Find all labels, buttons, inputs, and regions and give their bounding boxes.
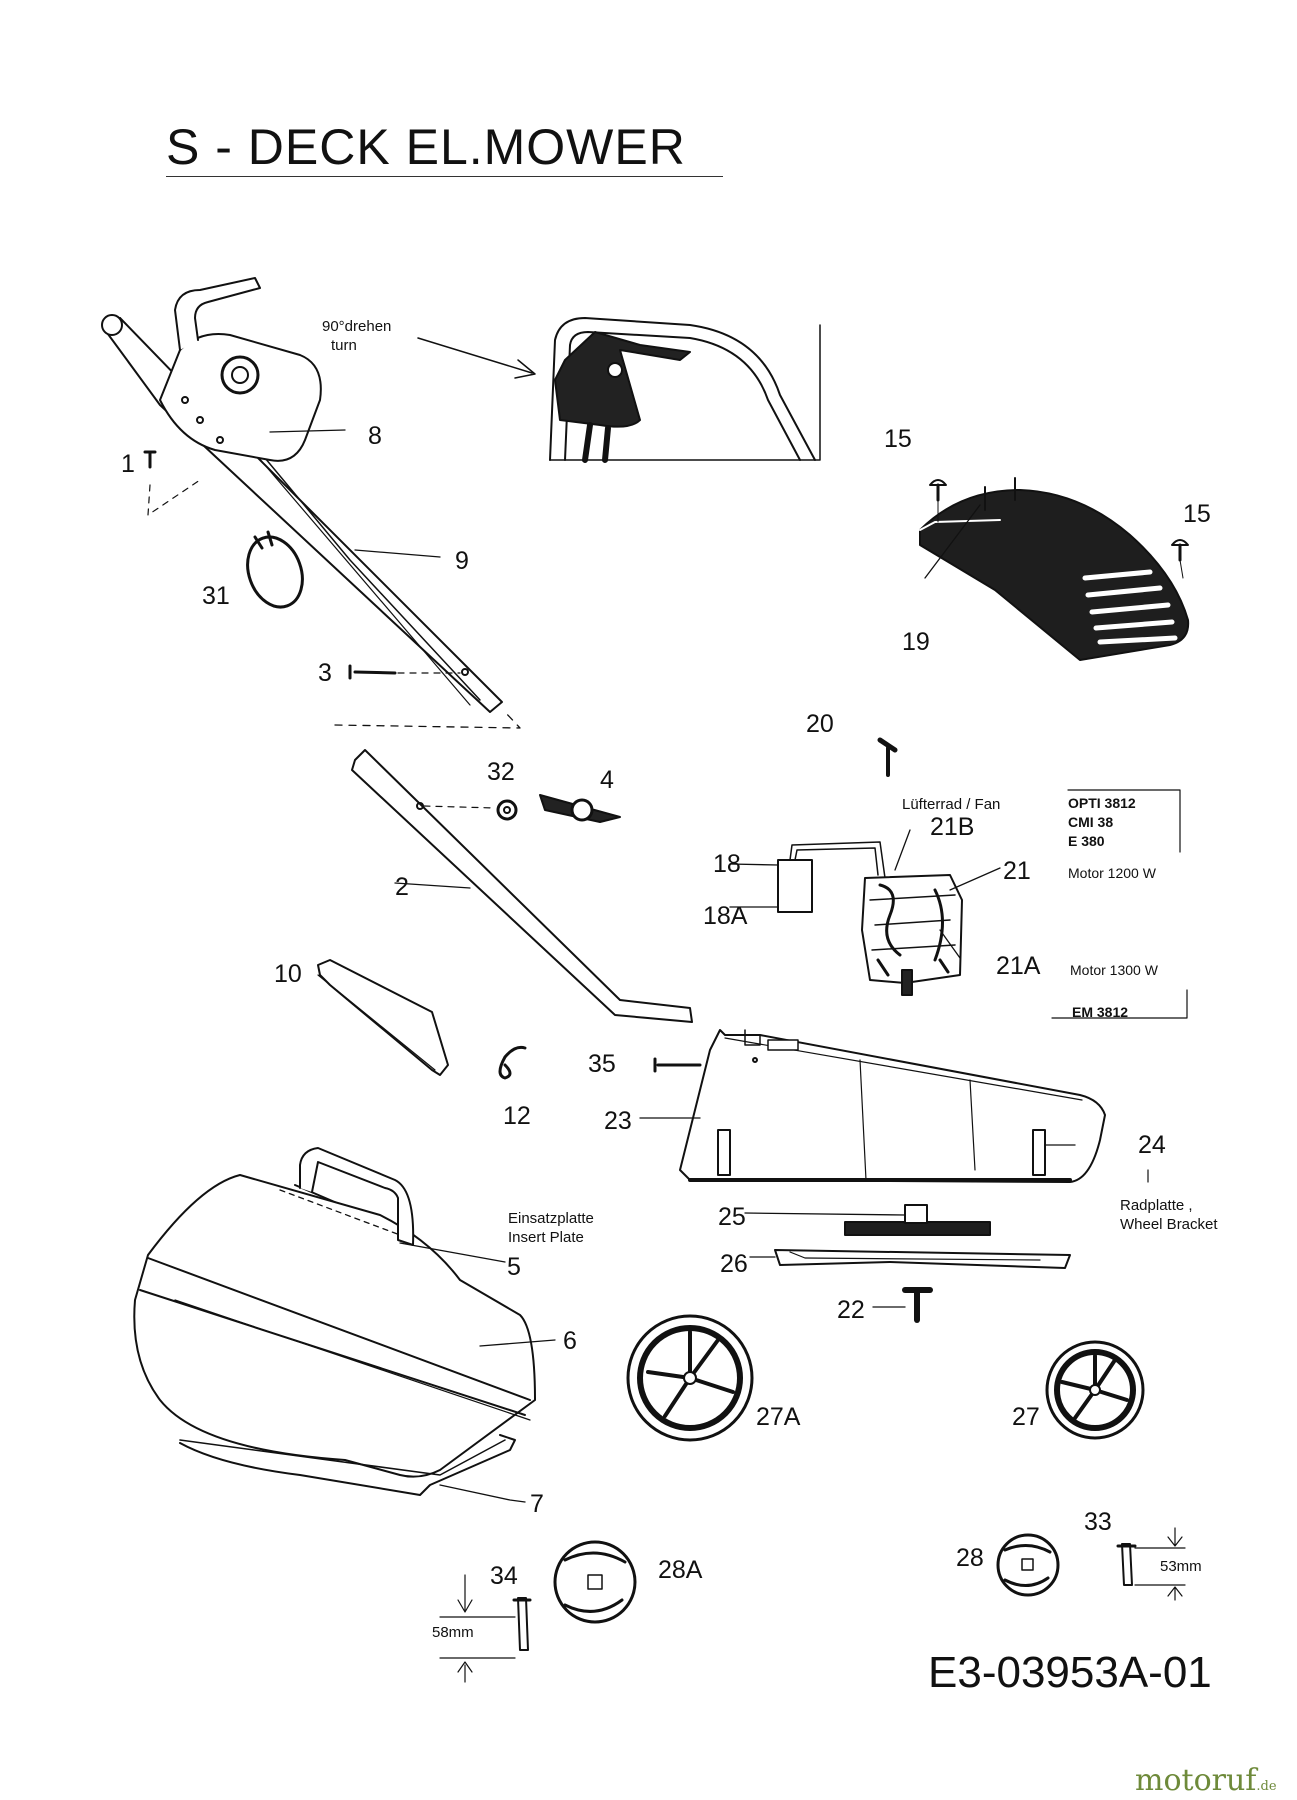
part-label-6: 6 bbox=[563, 1327, 577, 1355]
mower-deck bbox=[679, 1029, 1106, 1183]
title-underline bbox=[166, 176, 723, 177]
blade-bolt bbox=[902, 1287, 933, 1323]
note-fan: Lüfterrad / Fan bbox=[902, 796, 1001, 813]
part-label-7: 7 bbox=[530, 1490, 544, 1518]
hub-cap-small bbox=[996, 1533, 1060, 1597]
part-label-27a: 27A bbox=[756, 1403, 801, 1431]
wheel-small bbox=[1045, 1340, 1145, 1440]
part-label-3: 3 bbox=[318, 659, 332, 687]
fan-screw bbox=[877, 737, 898, 777]
part-label-21: 21 bbox=[1003, 857, 1031, 885]
watermark-logo: motoruf.de bbox=[1135, 1763, 1277, 1798]
axle-58mm bbox=[439, 1574, 532, 1683]
rotation-arrow bbox=[417, 337, 536, 379]
part-label-33: 33 bbox=[1084, 1508, 1112, 1536]
motor-cover bbox=[919, 477, 1190, 661]
switch-box bbox=[159, 277, 322, 462]
leader-lines bbox=[269, 429, 1076, 1503]
motor bbox=[861, 874, 963, 996]
note-insert-de: Einsatzplatte bbox=[508, 1210, 594, 1227]
part-label-28: 28 bbox=[956, 1544, 984, 1572]
lower-handle bbox=[351, 749, 693, 1023]
part-label-31: 31 bbox=[202, 582, 230, 610]
note-insert-en: Insert Plate bbox=[508, 1229, 584, 1246]
part-label-19: 19 bbox=[902, 628, 930, 656]
model-bracket-bottom bbox=[1051, 989, 1188, 1019]
capacitor bbox=[777, 841, 886, 913]
dimension-58mm: 58mm bbox=[432, 1624, 474, 1641]
part-label-34: 34 bbox=[490, 1562, 518, 1590]
wheel-large bbox=[626, 1314, 754, 1442]
part-label-35: 35 bbox=[588, 1050, 616, 1078]
motor-spec-b: Motor 1300 W bbox=[1070, 962, 1158, 978]
part-label-20: 20 bbox=[806, 710, 834, 738]
part-label-21b: 21B bbox=[930, 813, 975, 841]
part-label-5: 5 bbox=[507, 1253, 521, 1281]
watermark-name: motoruf bbox=[1135, 1763, 1257, 1798]
blade-adapter bbox=[844, 1204, 991, 1236]
part-label-9: 9 bbox=[455, 547, 469, 575]
grass-catcher bbox=[133, 1147, 536, 1496]
hub-cap-large bbox=[553, 1540, 637, 1624]
part-label-28a: 28A bbox=[658, 1556, 703, 1584]
part-label-15-right: 15 bbox=[1183, 500, 1211, 528]
part-label-2: 2 bbox=[395, 873, 409, 901]
cover-screw-right bbox=[1171, 539, 1189, 579]
rotation-inset bbox=[549, 317, 821, 463]
part-label-18a: 18A bbox=[703, 902, 748, 930]
note-turn-en: turn bbox=[331, 337, 357, 354]
part-label-23: 23 bbox=[604, 1107, 632, 1135]
model-bracket-top bbox=[1067, 789, 1181, 853]
hose-clamp bbox=[246, 535, 304, 609]
watermark-tld: .de bbox=[1256, 1779, 1277, 1794]
part-label-18: 18 bbox=[713, 850, 741, 878]
part-label-15-left: 15 bbox=[884, 425, 912, 453]
part-label-26: 26 bbox=[720, 1250, 748, 1278]
motor-spec-a: Motor 1200 W bbox=[1068, 865, 1156, 881]
bolt bbox=[348, 664, 461, 680]
part-label-4: 4 bbox=[600, 766, 614, 794]
cable-guide bbox=[317, 959, 449, 1076]
washer bbox=[496, 799, 518, 821]
dimension-53mm: 53mm bbox=[1160, 1558, 1202, 1575]
model-name: OPTI 3812 bbox=[1068, 795, 1136, 811]
part-label-25: 25 bbox=[718, 1203, 746, 1231]
axle-53mm bbox=[1116, 1527, 1186, 1601]
star-knob bbox=[539, 794, 621, 823]
note-bracket-de: Radplatte , bbox=[1120, 1197, 1193, 1214]
note-bracket-en: Wheel Bracket bbox=[1120, 1216, 1218, 1233]
model-name: CMI 38 bbox=[1068, 814, 1114, 830]
drawing-code: E3-03953A-01 bbox=[928, 1648, 1212, 1697]
part-label-24: 24 bbox=[1138, 1131, 1166, 1159]
part-label-10: 10 bbox=[274, 960, 302, 988]
part-label-1: 1 bbox=[121, 450, 135, 478]
model-name: E 380 bbox=[1068, 833, 1105, 849]
deck-bolt bbox=[653, 1057, 702, 1073]
part-label-21a: 21A bbox=[996, 952, 1041, 980]
model-name: EM 3812 bbox=[1072, 1004, 1129, 1020]
part-label-12: 12 bbox=[503, 1102, 531, 1130]
part-label-8: 8 bbox=[368, 422, 382, 450]
part-label-22: 22 bbox=[837, 1296, 865, 1324]
cable-clip bbox=[498, 1045, 527, 1080]
screw bbox=[143, 450, 201, 516]
part-label-32: 32 bbox=[487, 758, 515, 786]
note-turn-de: 90°drehen bbox=[322, 318, 392, 335]
diagram-title: S - DECK EL.MOWER bbox=[166, 119, 686, 175]
part-label-27: 27 bbox=[1012, 1403, 1040, 1431]
cover-screw-left bbox=[929, 479, 947, 523]
